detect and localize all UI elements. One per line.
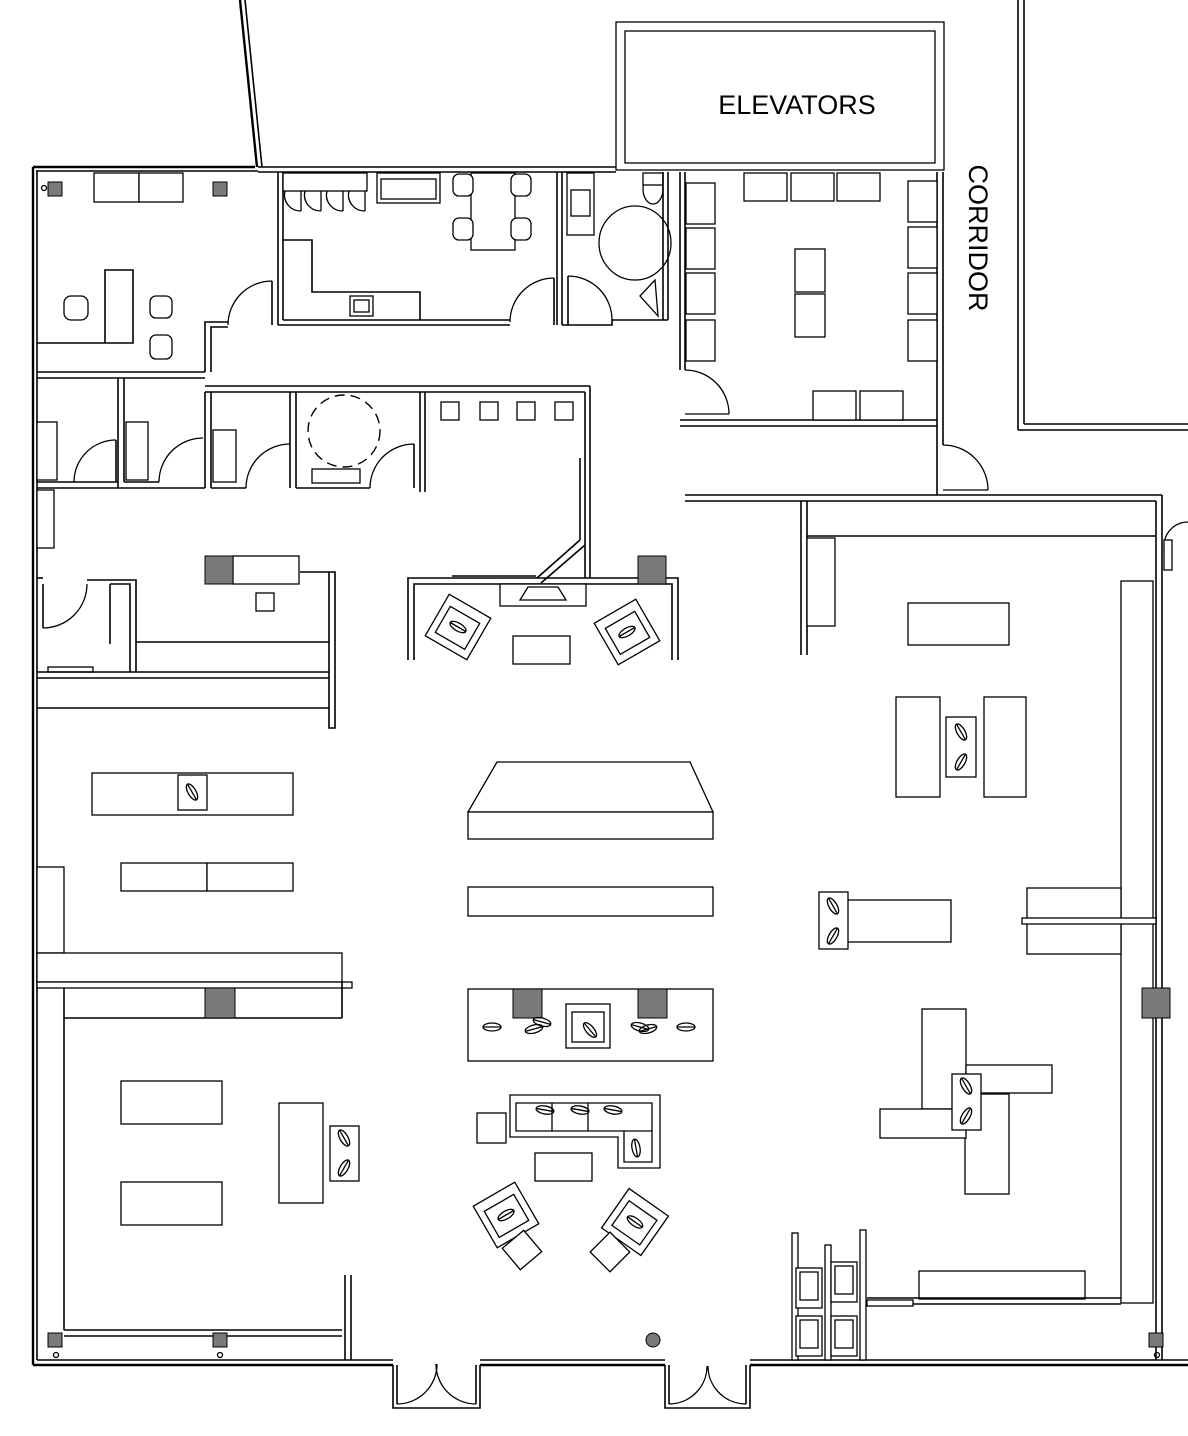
corridor-label: CORRIDOR — [963, 165, 993, 312]
break-room — [277, 172, 563, 326]
left-open-office — [36, 184, 1161, 1360]
elevators-label: ELEVATORS — [718, 90, 876, 120]
hall-walls — [204, 275, 659, 578]
exterior-walls — [31, 0, 1188, 1409]
left-storage — [36, 489, 336, 729]
office-top-left — [37, 172, 228, 379]
fireplace-lounge — [407, 458, 679, 666]
small-offices — [36, 378, 574, 492]
restroom — [562, 172, 672, 326]
right-wing — [685, 494, 1188, 1360]
center-display — [466, 761, 715, 1348]
corridor: CORRIDOR — [963, 0, 1188, 431]
elevator-bank: ELEVATORS — [615, 21, 945, 171]
sofa-lounge — [472, 1094, 670, 1273]
cart-storage — [791, 1229, 867, 1361]
seating-room — [679, 172, 989, 495]
